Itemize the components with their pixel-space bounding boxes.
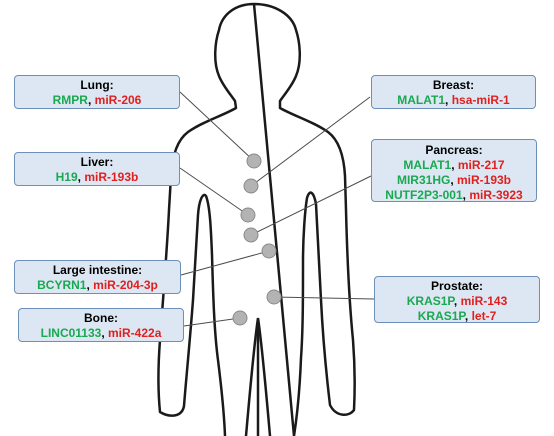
liver-label-box: Liver: H19, miR-193b <box>14 152 180 186</box>
lung-title: Lung: <box>80 78 114 92</box>
large-intestine-pair-1: BCYRN1, miR-204-3p <box>37 278 158 292</box>
bone-marker <box>232 310 248 326</box>
pancreas-label-box: Pancreas: MALAT1, miR-217 MIR31HG, miR-1… <box>371 139 537 202</box>
prostate-pair-2: KRAS1P, let-7 <box>417 309 497 323</box>
breast-leader-line <box>250 96 371 187</box>
pancreas-pair-3: NUTF2P3-001, miR-3923 <box>385 188 523 202</box>
bone-label-box: Bone: LINC01133, miR-422a <box>18 308 184 342</box>
liver-lncrna: H19 <box>55 170 78 184</box>
breast-pair-1: MALAT1, hsa-miR-1 <box>397 93 510 107</box>
prostate-label-box: Prostate: KRAS1P, miR-143 KRAS1P, let-7 <box>374 276 540 323</box>
liver-pair-1: H19, miR-193b <box>55 170 139 184</box>
breast-mirna: hsa-miR-1 <box>451 93 510 107</box>
prostate-marker <box>266 289 282 305</box>
bone-title: Bone: <box>84 311 118 325</box>
liver-leader-line <box>179 167 249 216</box>
pancreas-title: Pancreas: <box>425 143 483 157</box>
liver-mirna: miR-193b <box>84 170 139 184</box>
prostate-pair-1: KRAS1P, miR-143 <box>406 294 508 308</box>
pancreas-leader-line <box>250 175 372 236</box>
liver-marker <box>240 207 256 223</box>
breast-label-box: Breast: MALAT1, hsa-miR-1 <box>371 75 536 109</box>
large-intestine-marker <box>261 243 277 259</box>
lung-lncrna: RMPR <box>52 93 88 107</box>
prostate-lncrna-2: KRAS1P <box>417 309 465 323</box>
prostate-leader-line <box>273 296 375 300</box>
prostate-lncrna-1: KRAS1P <box>406 294 454 308</box>
bone-lncrna: LINC01133 <box>40 326 102 340</box>
pancreas-pair-1: MALAT1, miR-217 <box>403 158 505 172</box>
large-intestine-leader-line <box>180 250 270 276</box>
breast-marker <box>243 178 259 194</box>
pancreas-lncrna-3: NUTF2P3-001 <box>385 188 463 202</box>
lung-label-box: Lung: RMPR, miR-206 <box>14 75 180 109</box>
pancreas-lncrna-2: MIR31HG <box>396 173 451 187</box>
breast-lncrna: MALAT1 <box>397 93 446 107</box>
lung-marker <box>246 153 262 169</box>
large-intestine-lncrna: BCYRN1 <box>37 278 87 292</box>
prostate-mirna-2: let-7 <box>471 309 497 323</box>
bone-leader-line <box>183 317 241 327</box>
pancreas-lncrna-1: MALAT1 <box>403 158 452 172</box>
pancreas-pair-2: MIR31HG, miR-193b <box>396 173 512 187</box>
pancreas-marker <box>243 227 259 243</box>
large-intestine-title: Large intestine: <box>52 263 143 277</box>
large-intestine-mirna: miR-204-3p <box>93 278 158 292</box>
pancreas-mirna-2: miR-193b <box>456 173 512 187</box>
bone-mirna: miR-422a <box>108 326 162 340</box>
liver-title: Liver: <box>80 155 114 169</box>
lung-mirna: miR-206 <box>94 93 142 107</box>
breast-title: Breast: <box>432 78 475 92</box>
bone-pair-1: LINC01133, miR-422a <box>40 326 162 340</box>
lung-pair-1: RMPR, miR-206 <box>52 93 142 107</box>
human-body-outline-icon <box>157 2 356 436</box>
prostate-mirna-1: miR-143 <box>460 294 508 308</box>
pancreas-mirna-1: miR-217 <box>457 158 505 172</box>
pancreas-mirna-3: miR-3923 <box>469 188 523 202</box>
lung-leader-line <box>179 91 255 162</box>
large-intestine-label-box: Large intestine: BCYRN1, miR-204-3p <box>14 260 181 294</box>
leg-gap-outline <box>244 317 272 436</box>
prostate-title: Prostate: <box>430 279 483 293</box>
